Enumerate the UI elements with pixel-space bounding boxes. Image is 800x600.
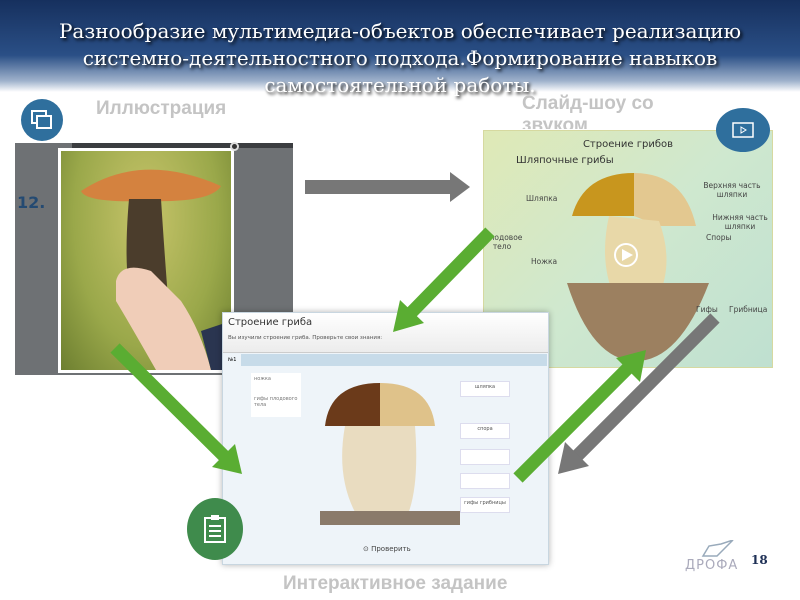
- play-icon: [614, 243, 638, 267]
- slideshow-label: Слайд-шоу со звуком: [522, 93, 654, 129]
- drop-box[interactable]: шляпка: [460, 381, 510, 397]
- arrow-illustration-to-slideshow: [305, 172, 470, 202]
- drop-box[interactable]: [460, 449, 510, 465]
- book-toolbar: [72, 143, 293, 148]
- interactive-task-window[interactable]: Строение гриба Вы изучили строение гриба…: [222, 312, 549, 565]
- close-icon[interactable]: [230, 142, 239, 151]
- task-instructions: Вы изучили строение гриба. Проверьте сво…: [228, 335, 383, 341]
- slide-title: Разнообразие мультимедиа-объектов обеспе…: [58, 19, 742, 97]
- label-hyphae: Гифы: [696, 305, 718, 314]
- task-label: Интерактивное задание: [283, 573, 508, 594]
- slide-subheading: Шляпочные грибы: [516, 155, 614, 166]
- arrow-task-to-slideshow: [513, 350, 646, 483]
- drop-box[interactable]: спора: [460, 423, 510, 439]
- photos-icon: [21, 99, 63, 141]
- drop-box[interactable]: гифы грибницы: [460, 497, 510, 513]
- option-item[interactable]: гифы плодового тела: [254, 396, 298, 408]
- tab-1[interactable]: №1: [225, 354, 241, 366]
- arrow-slideshow-to-task-gray: [558, 313, 720, 474]
- drop-box[interactable]: [460, 473, 510, 489]
- task-tabs: №1: [225, 354, 547, 366]
- clipboard-icon: [187, 498, 243, 560]
- answer-options: ножка гифы плодового тела: [251, 373, 301, 417]
- slide-heading: Строение грибов: [582, 139, 674, 150]
- option-item[interactable]: ножка: [254, 376, 271, 382]
- mushroom-cross-section: [320, 383, 460, 525]
- check-icon: ⊙: [363, 545, 372, 553]
- logo-text: ДРОФА: [685, 558, 739, 573]
- task-header: Строение гриба Вы изучили строение гриба…: [223, 313, 548, 353]
- label-upper-cap: Верхняя часть шляпки: [703, 181, 761, 199]
- label-lower-cap: Нижняя часть шляпки: [712, 213, 768, 231]
- task-title: Строение гриба: [228, 317, 313, 328]
- mushroom-diagram: [567, 173, 709, 361]
- paragraph-number: 12.: [17, 193, 46, 212]
- illustration-label: Иллюстрация: [96, 98, 227, 119]
- label-mycelium: Грибница: [729, 305, 768, 314]
- video-icon: [716, 108, 770, 152]
- arrow-slideshow-to-task: [393, 227, 495, 332]
- label-stem: Ножка: [531, 257, 558, 266]
- label-spores: Споры: [706, 233, 732, 242]
- header-band: Разнообразие мультимедиа-объектов обеспе…: [0, 0, 800, 97]
- label-cap: Шляпка: [526, 194, 558, 203]
- page-number: 18: [751, 553, 768, 567]
- check-button[interactable]: ⊙ Проверить: [363, 545, 411, 553]
- arrow-illustration-to-task: [110, 343, 242, 474]
- drofa-logo: ДРОФА: [685, 540, 739, 573]
- check-label: Проверить: [371, 545, 411, 553]
- label-fruit-body: Плодовое тело: [484, 233, 523, 251]
